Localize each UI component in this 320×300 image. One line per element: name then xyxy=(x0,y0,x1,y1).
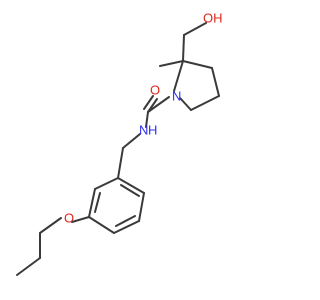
bond-ring-c2-c3 xyxy=(182,60,213,69)
carbonyl-oxygen-label: O xyxy=(150,82,160,97)
bond-ar-inner-3 xyxy=(94,192,101,213)
bond-ch2-quaternary-c xyxy=(182,34,185,62)
bond-ar-3 xyxy=(113,220,140,234)
bond-n-carbonyl-c xyxy=(147,96,170,113)
bonds xyxy=(16,22,220,276)
bond-ar-inner-1 xyxy=(120,184,140,197)
bond-methyl xyxy=(159,60,184,67)
bond-carbonyl-nh xyxy=(145,111,149,128)
ring-nitrogen-label: N xyxy=(172,88,181,103)
bond-aryl-o xyxy=(71,216,90,223)
bond-carbonyl-double-1 xyxy=(147,98,158,113)
bond-ring-c4-c5 xyxy=(190,95,220,111)
amide-hydrogen-label: H xyxy=(148,122,157,137)
bond-o-ch2 xyxy=(183,22,207,36)
bond-nh-ch2 xyxy=(122,133,141,149)
bond-o-propyl-c1 xyxy=(39,217,62,234)
bond-ar-4 xyxy=(88,216,115,234)
bond-carbonyl-double-2 xyxy=(143,95,154,110)
bond-ring-c3-c4 xyxy=(211,67,220,97)
atom-labels: OH O N N H O xyxy=(64,10,223,225)
bond-propyl-c2-c3 xyxy=(16,257,41,276)
amide-nitrogen-label: N xyxy=(139,122,148,137)
bond-ar-6 xyxy=(94,177,119,190)
chemical-structure-diagram: OH O N N H O xyxy=(16,10,223,276)
bond-ar-inner-2 xyxy=(115,215,136,227)
bond-ar-1 xyxy=(117,177,145,194)
hydroxyl-label: OH xyxy=(203,10,223,25)
bond-n-ring-c2 xyxy=(173,60,184,92)
ether-oxygen-label: O xyxy=(64,210,74,225)
molecule-canvas: OH O N N H O xyxy=(16,10,223,276)
bond-ch2-aryl xyxy=(117,147,124,179)
bond-ring-c5-n xyxy=(179,97,192,111)
bond-ar-5 xyxy=(88,188,96,218)
bond-ar-2 xyxy=(138,192,145,222)
